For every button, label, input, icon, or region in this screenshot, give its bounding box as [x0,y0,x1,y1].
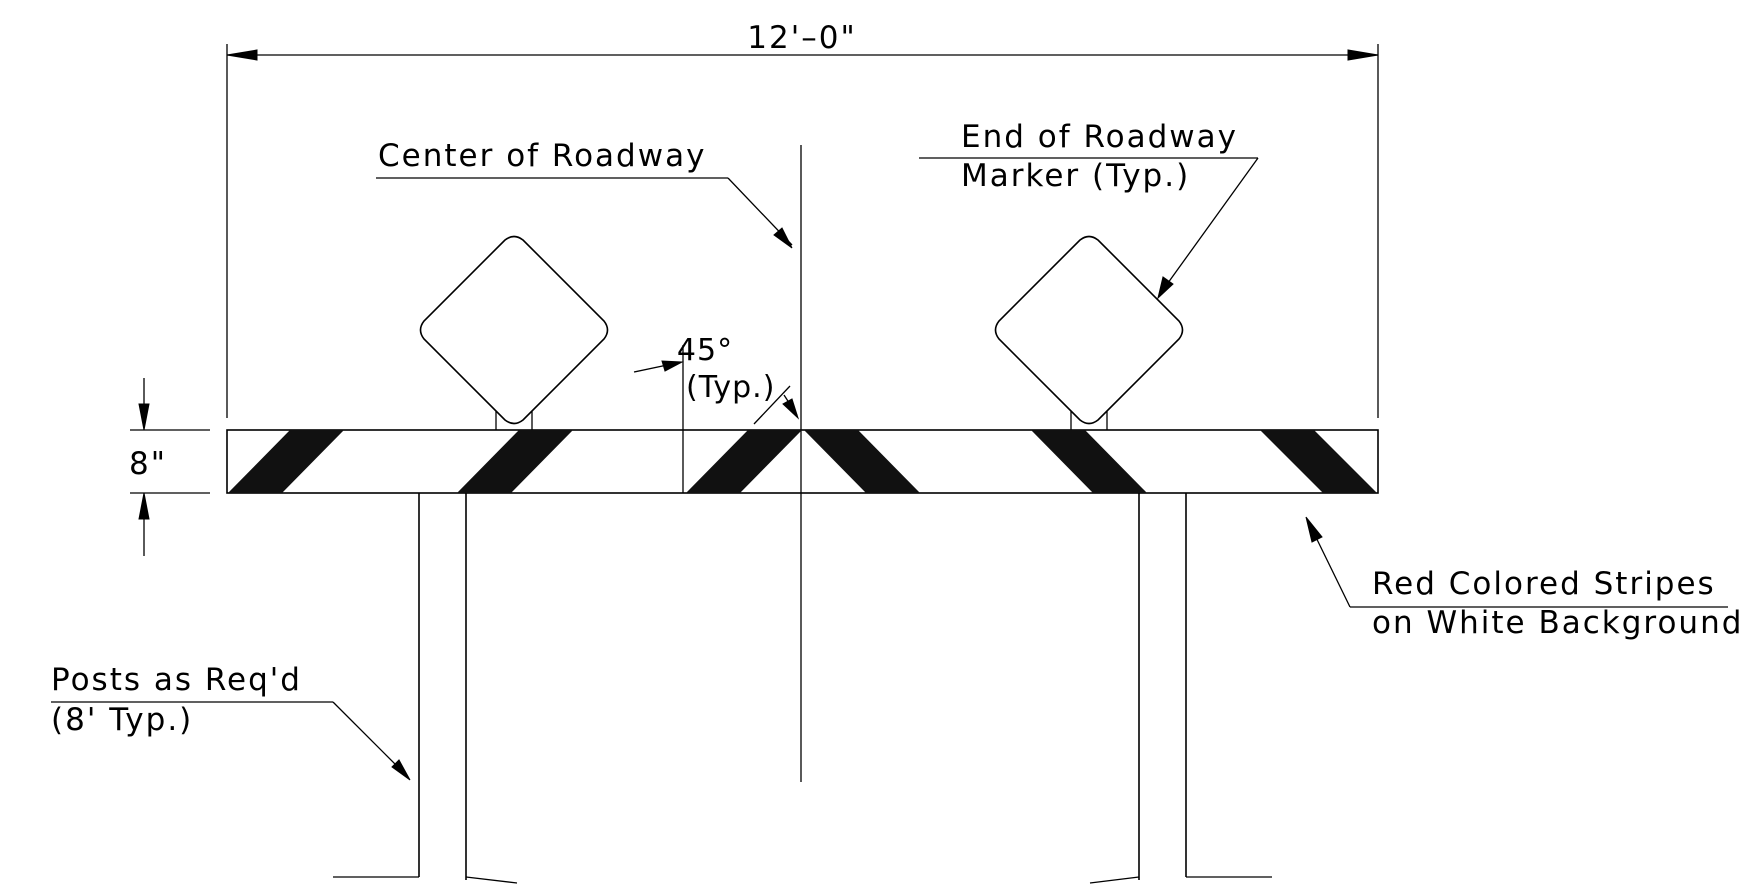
posts-callout: Posts as Req'd (8' Typ.) [51,662,411,781]
posts-label-line2: (8' Typ.) [51,702,193,738]
angle-annotation: 45° (Typ.) [633,333,800,493]
right-end-marker [994,235,1184,430]
stripe [228,430,344,493]
posts-label-line1: Posts as Req'd [51,662,302,698]
stripe [457,430,573,493]
angle-typ-label: (Typ.) [686,370,775,405]
rail-height-label: 8" [129,446,167,482]
center-of-roadway-label: Center of Roadway [378,138,706,174]
stripes-callout: Red Colored Stripes on White Background [1305,516,1743,641]
center-of-roadway-callout: Center of Roadway [376,138,802,782]
stripe [1260,430,1377,493]
right-post [1089,493,1272,884]
end-marker-label-line2: Marker (Typ.) [961,158,1190,194]
overall-width-label: 12'–0" [747,20,856,56]
barricade-rail [226,429,1379,494]
angle-label: 45° [677,333,733,368]
stripes-label-line1: Red Colored Stripes [1372,566,1716,602]
end-marker-label-line1: End of Roadway [961,119,1238,155]
left-end-marker [419,235,609,430]
rail-height-dimension: 8" [129,378,210,556]
end-marker-callout: End of Roadway Marker (Typ.) [919,119,1259,300]
stripe [1031,430,1147,493]
left-post [333,493,518,884]
overall-width-dimension: 12'–0" [226,20,1379,418]
stripe [804,430,920,493]
stripe [686,430,802,493]
stripes-label-line2: on White Background [1372,605,1743,641]
